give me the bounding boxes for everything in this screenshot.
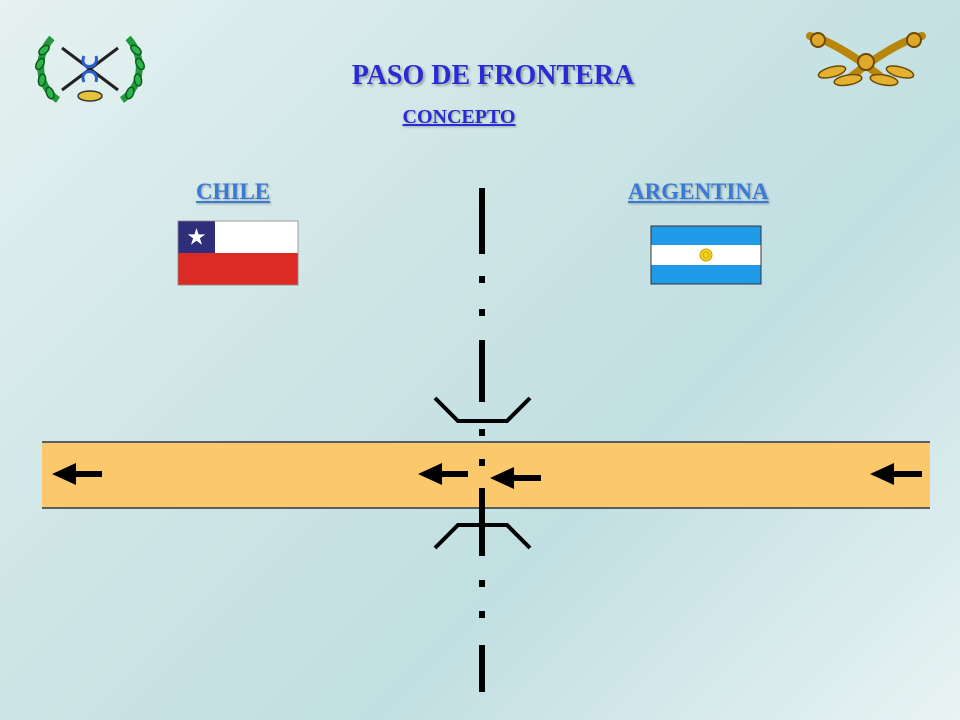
right-emblem — [806, 32, 926, 87]
arrow-left-icon — [418, 463, 468, 485]
left-emblem — [34, 35, 146, 103]
arrow-left-icon — [490, 467, 541, 489]
arrow-left-icon — [870, 463, 922, 485]
border-line — [479, 188, 485, 692]
chile-flag — [177, 220, 299, 286]
checkpoint-marker-top — [433, 396, 532, 423]
argentina-flag — [650, 225, 762, 285]
page-title: PASO DE FRONTERA — [351, 60, 635, 91]
chile-label[interactable]: CHILE — [196, 179, 271, 204]
argentina-label[interactable]: ARGENTINA — [628, 179, 769, 204]
checkpoint-marker-bottom — [433, 523, 532, 550]
arrow-left-icon — [52, 463, 102, 485]
page-subtitle: CONCEPTO — [402, 106, 516, 128]
road — [42, 441, 930, 509]
